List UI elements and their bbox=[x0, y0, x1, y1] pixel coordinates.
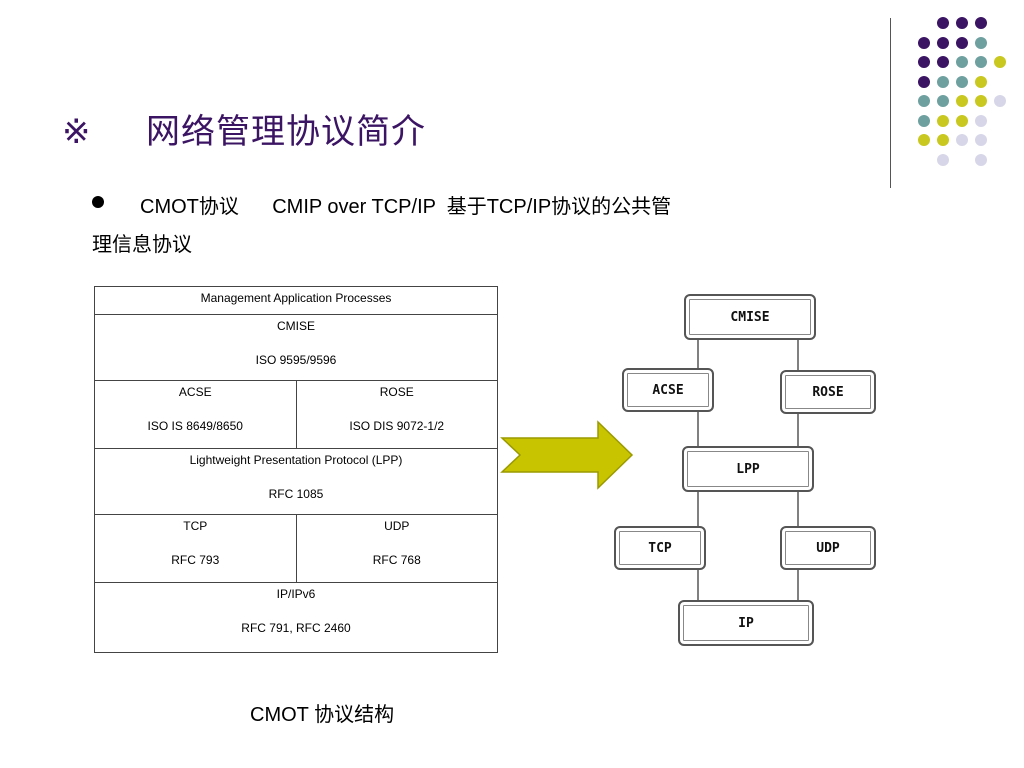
decorative-dot bbox=[918, 36, 930, 49]
cell-title: Management Application Processes bbox=[200, 291, 392, 305]
decorative-dot bbox=[956, 17, 968, 29]
decorative-dot-grid bbox=[0, 0, 1024, 200]
decorative-dot bbox=[918, 56, 930, 68]
decorative-dot bbox=[937, 114, 949, 127]
protocol-stack-table: Management Application Processes CMISE I… bbox=[94, 286, 498, 653]
decorative-dot bbox=[937, 36, 949, 49]
stack-cell-udp: UDP RFC 768 bbox=[295, 514, 498, 583]
decorative-dot bbox=[937, 75, 949, 88]
title-mark: ※ bbox=[62, 112, 92, 152]
cell-sub: RFC 768 bbox=[372, 553, 421, 567]
title-text: 网络管理协议简介 bbox=[146, 112, 426, 152]
decorative-vertical-line bbox=[890, 18, 891, 188]
diagram-box-tcp: TCP bbox=[614, 526, 706, 570]
decorative-dot bbox=[975, 75, 987, 88]
diagram-box-acse: ACSE bbox=[622, 368, 714, 412]
decorative-dot bbox=[975, 114, 987, 127]
cell-title: IP/IPv6 bbox=[276, 587, 316, 601]
decorative-dot bbox=[956, 75, 968, 88]
stack-cell-ip: IP/IPv6 RFC 791, RFC 2460 bbox=[94, 582, 498, 653]
diagram-box-lpp: LPP bbox=[682, 446, 814, 492]
cell-sub: RFC 1085 bbox=[268, 487, 324, 501]
stack-cell-acse: ACSE ISO IS 8649/8650 bbox=[94, 380, 297, 449]
decorative-dot bbox=[975, 153, 987, 166]
cell-title: UDP bbox=[384, 519, 410, 533]
decorative-dot bbox=[975, 134, 987, 146]
right-arrow-icon bbox=[500, 420, 634, 490]
decorative-dot bbox=[937, 153, 949, 166]
stack-cell-map: Management Application Processes bbox=[94, 286, 498, 315]
cell-title: ACSE bbox=[178, 385, 212, 399]
stack-cell-tcp: TCP RFC 793 bbox=[94, 514, 297, 583]
decorative-dot bbox=[937, 95, 949, 107]
decorative-dot bbox=[975, 36, 987, 49]
cell-title: Lightweight Presentation Protocol (LPP) bbox=[189, 453, 403, 467]
decorative-dot bbox=[956, 36, 968, 49]
decorative-dot bbox=[918, 134, 930, 146]
decorative-dot bbox=[975, 17, 987, 29]
decorative-dot bbox=[937, 56, 949, 68]
decorative-dot bbox=[956, 134, 968, 146]
cell-sub: RFC 793 bbox=[171, 553, 220, 567]
cell-sub: RFC 791, RFC 2460 bbox=[241, 621, 351, 635]
decorative-dot bbox=[975, 95, 987, 107]
decorative-dot bbox=[918, 114, 930, 127]
decorative-dot bbox=[937, 17, 949, 29]
decorative-dot bbox=[937, 134, 949, 146]
decorative-dot bbox=[956, 56, 968, 68]
cell-title: TCP bbox=[183, 519, 208, 533]
cell-sub: ISO IS 8649/8650 bbox=[147, 419, 243, 433]
bullet-dot-icon bbox=[92, 196, 104, 208]
protocol-relationship-diagram: CMISE ACSE ROSE LPP TCP UDP IP bbox=[610, 290, 880, 650]
decorative-dot bbox=[994, 95, 1006, 107]
decorative-dot bbox=[956, 95, 968, 107]
bullet-text: CMOT协议 CMIP over TCP/IP 基于TCP/IP协议的公共管 bbox=[140, 196, 672, 218]
bullet-item: CMOT协议 CMIP over TCP/IP 基于TCP/IP协议的公共管 bbox=[92, 186, 852, 228]
decorative-dot bbox=[994, 56, 1006, 68]
cell-sub: ISO 9595/9596 bbox=[255, 353, 337, 367]
diagram-box-rose: ROSE bbox=[780, 370, 876, 414]
decorative-dot bbox=[956, 114, 968, 127]
stack-cell-lpp: Lightweight Presentation Protocol (LPP) … bbox=[94, 448, 498, 515]
stack-cell-rose: ROSE ISO DIS 9072-1/2 bbox=[295, 380, 498, 449]
decorative-dot bbox=[918, 95, 930, 107]
diagram-box-ip: IP bbox=[678, 600, 814, 646]
slide-title: ※ 网络管理协议简介 bbox=[62, 104, 426, 153]
cell-sub: ISO DIS 9072-1/2 bbox=[349, 419, 445, 433]
stack-cell-cmise: CMISE ISO 9595/9596 bbox=[94, 314, 498, 381]
diagram-box-cmise: CMISE bbox=[684, 294, 816, 340]
diagram-box-udp: UDP bbox=[780, 526, 876, 570]
cell-title: ROSE bbox=[379, 385, 414, 399]
bullet-text-continued: 理信息协议 bbox=[92, 234, 192, 256]
cell-title: CMISE bbox=[276, 319, 315, 333]
figure-caption: CMOT 协议结构 bbox=[250, 704, 395, 726]
decorative-dot bbox=[975, 56, 987, 68]
decorative-dot bbox=[918, 75, 930, 88]
